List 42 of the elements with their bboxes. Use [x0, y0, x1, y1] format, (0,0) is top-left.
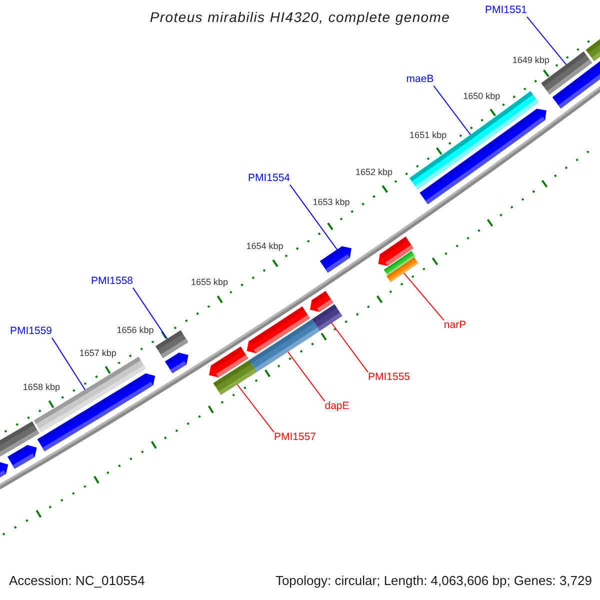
leader-line	[290, 184, 338, 250]
tick-label: 1650 kbp	[463, 92, 500, 102]
gene-label: PMI1554	[248, 173, 290, 185]
footer-text: Accession: NC_010554	[9, 573, 145, 589]
leader-line	[287, 351, 326, 402]
gene-label: PMI1559	[10, 326, 52, 338]
tick-label: 1656 kbp	[116, 326, 154, 336]
leader-line	[526, 16, 567, 66]
gene-bar	[213, 360, 257, 395]
oriented-gene-bar	[0, 462, 8, 478]
tick-label: 1654 kbp	[246, 242, 284, 252]
tick-label: 1658 kbp	[22, 382, 60, 393]
tick-label: 1657 kbp	[79, 348, 116, 359]
tick-label: 1651 kbp	[410, 130, 447, 140]
gene-label: PMI1557	[274, 432, 316, 444]
leader-line	[403, 272, 444, 321]
gene-bar	[312, 304, 342, 331]
gene-label: maeB	[406, 74, 434, 86]
tick-label: 1652 kbp	[356, 168, 393, 178]
gene-bar	[249, 319, 320, 372]
gene-label: PMI1551	[484, 5, 528, 17]
gene-label: dapE	[324, 401, 350, 413]
gene-label: narP	[444, 320, 466, 332]
leader-line	[433, 85, 471, 136]
oriented-gene-bar	[310, 291, 334, 312]
oriented-gene-bar	[552, 61, 600, 108]
tick-label: 1655 kbp	[191, 278, 228, 288]
oriented-gene-bar	[320, 246, 352, 273]
gene-label: PMI1558	[90, 276, 134, 288]
gene-bar	[586, 39, 600, 62]
footer-text: Topology: circular; Length: 4,063,606 bp; Genes: 3,729	[275, 573, 592, 589]
leader-line	[52, 337, 86, 390]
tick-label: 1653 kbp	[312, 198, 350, 208]
gene-label: PMI1555	[368, 372, 410, 384]
map-title: Proteus mirabilis HI4320, complete genome	[150, 9, 450, 26]
tick-label: 1649 kbp	[512, 56, 550, 66]
oriented-gene-bar	[165, 352, 188, 374]
leader-line	[331, 322, 368, 373]
gene-bar	[386, 257, 418, 282]
oriented-gene-bar	[8, 445, 37, 469]
leader-line	[236, 384, 274, 433]
leader-line	[132, 287, 168, 340]
